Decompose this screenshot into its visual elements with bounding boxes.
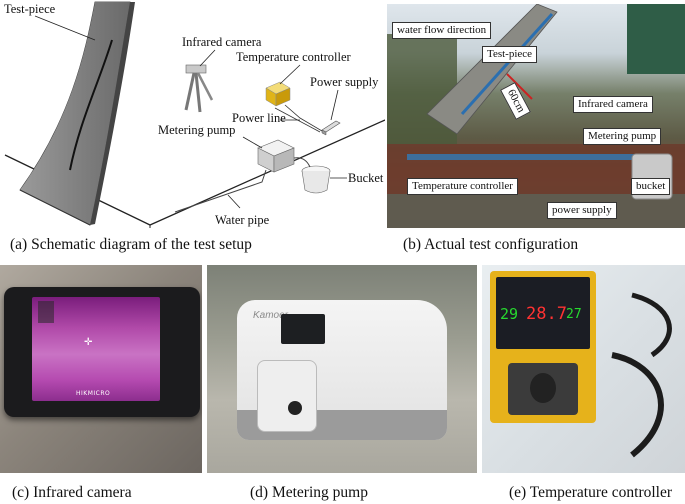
label-power-line: Power line xyxy=(232,111,286,125)
pump-body: Kamoer xyxy=(237,300,447,440)
display-value-right: 27 xyxy=(566,307,582,322)
socket xyxy=(508,363,578,415)
label-water-flow-direction: water flow direction xyxy=(392,22,492,39)
controller-display: 29 28.7 27 xyxy=(496,277,590,349)
pump-brand: Kamoer xyxy=(253,310,289,321)
test-piece xyxy=(20,2,130,225)
caption-d: (d) Metering pump xyxy=(250,484,368,501)
label-water-pipe: Water pipe xyxy=(215,213,270,227)
caption-b: (b) Actual test configuration xyxy=(403,236,579,253)
crosshair-icon: ✛ xyxy=(84,337,93,348)
label-bucket: Bucket xyxy=(348,171,384,185)
metering-pump-icon xyxy=(257,139,295,173)
temperature-controller-photo: 29 28.7 27 xyxy=(482,265,685,473)
schematic-panel: Test-piece Infrared camera Temperature c… xyxy=(0,0,386,228)
metering-pump-photo: Kamoer xyxy=(207,265,477,473)
infrared-camera-photo: ✛ HIKMICRO xyxy=(0,265,202,473)
caption-e: (e) Temperature controller xyxy=(509,484,673,501)
label-infrared-camera: Infrared camera xyxy=(182,35,262,49)
camera-body: ✛ HIKMICRO xyxy=(4,287,200,417)
thermal-screen: ✛ HIKMICRO xyxy=(32,297,160,401)
label-power-supply: Power supply xyxy=(310,75,379,89)
label-temperature-controller: Temperature controller xyxy=(236,50,352,64)
label-temperature-controller-photo: Temperature controller xyxy=(407,178,518,195)
display-value-center: 28.7 xyxy=(526,304,567,324)
brand-logo: HIKMICRO xyxy=(76,390,111,397)
caption-c: (c) Infrared camera xyxy=(12,484,132,501)
label-test-piece-photo: Test-piece xyxy=(482,46,538,63)
infrared-camera-icon xyxy=(184,64,214,113)
pump-head xyxy=(257,360,317,432)
temperature-controller-icon xyxy=(265,81,291,107)
label-test-piece: Test-piece xyxy=(4,2,56,16)
label-metering-pump-photo: Metering pump xyxy=(583,128,662,145)
label-infrared-camera-photo: Infrared camera xyxy=(573,96,653,113)
controller-body: 29 28.7 27 xyxy=(490,271,596,423)
pump-screen xyxy=(281,314,325,344)
label-power-supply-photo: power supply xyxy=(547,202,617,219)
caption-a: (a) Schematic diagram of the test setup xyxy=(10,236,252,253)
actual-config-photo: water flow direction Test-piece 60cm Inf… xyxy=(387,4,685,228)
schematic-diagram: Test-piece Infrared camera Temperature c… xyxy=(4,1,386,228)
label-bucket-photo: bucket xyxy=(631,178,671,195)
bucket-icon xyxy=(301,165,331,194)
power-supply-icon xyxy=(321,120,341,136)
actual-config-scene xyxy=(387,4,685,228)
label-metering-pump: Metering pump xyxy=(158,123,235,137)
display-value-left: 29 xyxy=(500,305,519,323)
